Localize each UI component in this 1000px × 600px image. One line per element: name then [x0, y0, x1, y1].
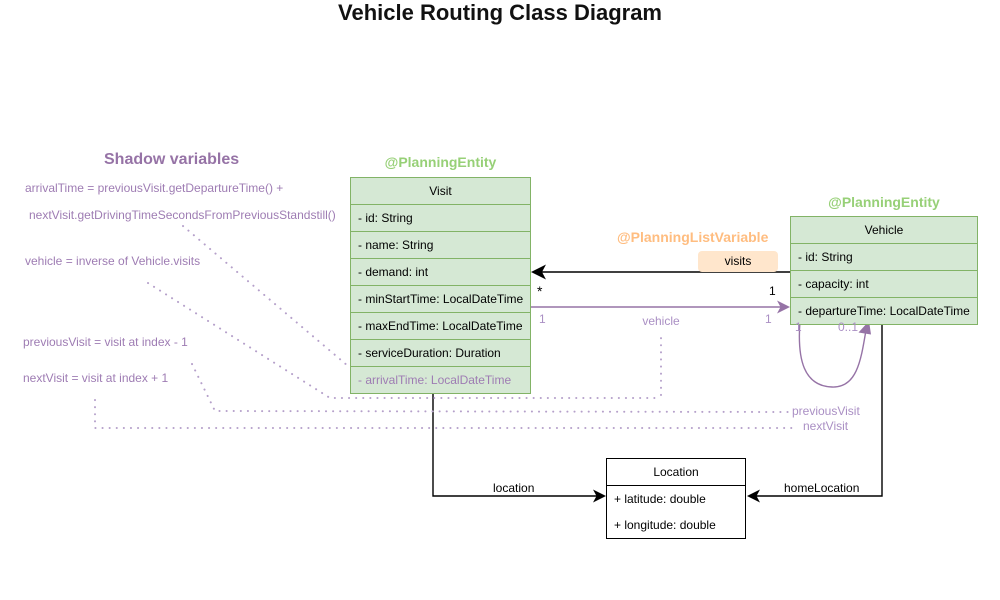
visit-chain-self-association [798, 320, 871, 388]
homelocation-association [747, 321, 883, 503]
location-attribute-latitude: + latitude: double [607, 485, 745, 512]
visit-attribute-arrivaltime: - arrivalTime: LocalDateTime [351, 366, 530, 393]
shadow-formula-previousvisit: previousVisit = visit at index - 1 [23, 335, 188, 349]
visit-class-box: Visit - id: String - name: String - dema… [350, 177, 531, 394]
visit-chain-multiplicity-target: 0..1 [838, 320, 859, 334]
vehicle-edge-label: vehicle [642, 314, 680, 328]
shadow-formula-arrivaltime-2: nextVisit.getDrivingTimeSecondsFromPrevi… [29, 208, 336, 222]
visits-multiplicity-vehicle-end: 1 [769, 284, 776, 298]
visit-attribute-minstarttime: - minStartTime: LocalDateTime [351, 285, 530, 312]
visits-multiplicity-visit-end: * [537, 283, 543, 299]
visit-attribute-demand: - demand: int [351, 258, 530, 285]
shadow-variables-heading: Shadow variables [104, 151, 240, 168]
vehicle-planning-entity-annotation: @PlanningEntity [828, 194, 940, 210]
shadow-formula-nextvisit: nextVisit = visit at index + 1 [23, 371, 169, 385]
location-class-box: Location + latitude: double + longitude:… [606, 458, 746, 539]
diagram-title: Vehicle Routing Class Diagram [338, 0, 662, 25]
vehicle-attribute-capacity: - capacity: int [791, 270, 977, 297]
visit-chain-multiplicity-source: 1 [795, 320, 802, 334]
shadow-link-arrivaltime [182, 225, 349, 367]
vehicle-class-name: Vehicle [864, 223, 904, 237]
visit-class-name: Visit [429, 184, 452, 198]
visits-association [531, 264, 790, 280]
vehicle-multiplicity-visit-end: 1 [539, 312, 546, 326]
vehicle-multiplicity-vehicle-end: 1 [765, 312, 772, 326]
visits-edge-label-badge: visits [698, 251, 778, 272]
homelocation-edge-label: homeLocation [784, 481, 860, 495]
shadow-link-nextvisit [94, 399, 799, 429]
location-attribute-longitude: + longitude: double [614, 518, 716, 532]
shadow-formula-arrivaltime-1: arrivalTime = previousVisit.getDeparture… [25, 181, 284, 195]
shadow-link-vehicle [147, 282, 658, 399]
vehicle-association [531, 300, 790, 314]
vehicle-class-box: Vehicle - id: String - capacity: int - d… [790, 216, 978, 325]
shadow-formula-vehicle: vehicle = inverse of Vehicle.visits [25, 254, 201, 268]
visit-attribute-serviceduration: - serviceDuration: Duration [351, 339, 530, 366]
previousvisit-label: previousVisit [792, 404, 860, 418]
visit-attribute-id: - id: String [351, 204, 530, 231]
visit-attribute-maxendtime: - maxEndTime: LocalDateTime [351, 312, 530, 339]
location-class-name: Location [653, 465, 699, 479]
vehicle-attribute-id: - id: String [791, 243, 977, 270]
nextvisit-label: nextVisit [803, 419, 849, 433]
planning-list-variable-annotation: @PlanningListVariable [617, 229, 769, 245]
vehicle-attribute-departuretime: - departureTime: LocalDateTime [791, 297, 977, 324]
location-association [432, 385, 606, 503]
visit-attribute-name: - name: String [351, 231, 530, 258]
location-edge-label: location [493, 481, 535, 495]
visit-planning-entity-annotation: @PlanningEntity [384, 154, 497, 170]
